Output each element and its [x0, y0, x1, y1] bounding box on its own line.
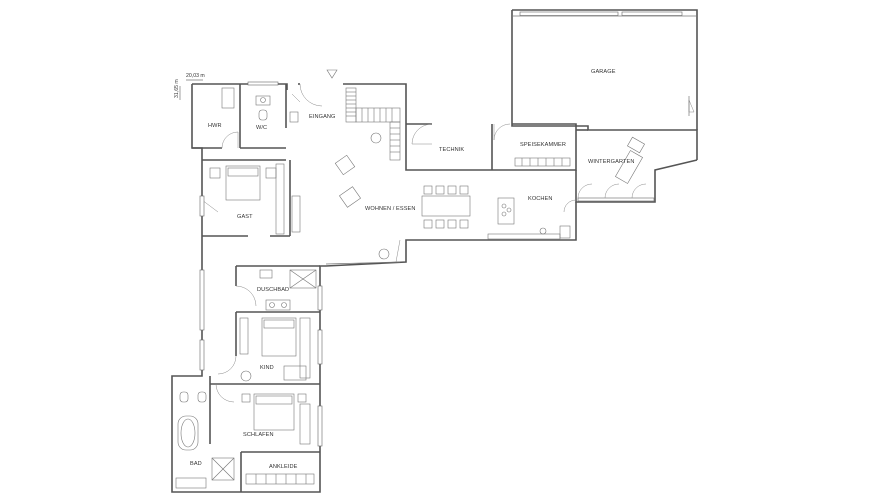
- kind-bed: [261, 317, 297, 357]
- plant-entrance: [370, 132, 382, 144]
- washbasin: [255, 95, 271, 106]
- kitchen: [487, 197, 577, 240]
- height-dimension: 31,65 m: [174, 79, 180, 98]
- plant-living: [378, 248, 390, 260]
- entrance-stairs: [299, 69, 401, 161]
- gast-room: [199, 159, 301, 237]
- double-bed: [253, 393, 295, 431]
- dining-table: [421, 195, 471, 217]
- hwr-wc-rooms: [192, 81, 301, 149]
- duschbad-room: [235, 265, 320, 313]
- label-ankleide: ANKLEIDE: [269, 464, 298, 470]
- kind-room: [210, 312, 320, 385]
- garage: [511, 9, 698, 160]
- label-hwr: HWR: [208, 123, 222, 129]
- bad-room: [175, 376, 235, 489]
- exterior-walls: [171, 83, 577, 493]
- wardrobe: [245, 473, 315, 485]
- garage-door-swing: [688, 99, 695, 113]
- label-duschbad: DUSCHBAD: [257, 287, 289, 293]
- label-speisekammer: SPEISEKAMMER: [520, 142, 566, 148]
- stair-flight: [345, 87, 357, 123]
- label-wintergarten: WINTERGARTEN: [588, 159, 634, 165]
- speisekammer-shelf: [514, 157, 571, 167]
- toilet: [258, 109, 268, 121]
- wintergarten: [575, 129, 698, 203]
- label-kind: KIND: [260, 365, 274, 371]
- east-facade-windows: [199, 269, 323, 447]
- armchair-1: [334, 154, 356, 176]
- living-dining: [325, 154, 471, 265]
- schlafen-room: [215, 383, 320, 492]
- garage-window-left: [519, 11, 619, 16]
- label-kochen: KOCHEN: [528, 196, 553, 202]
- lounge-chair: [615, 150, 643, 184]
- label-gast: GAST: [237, 214, 253, 220]
- label-schlafen: SCHLAFEN: [243, 432, 274, 438]
- bathtub: [177, 415, 199, 451]
- label-wc: W/C: [256, 125, 267, 131]
- armchair-2: [339, 186, 361, 208]
- width-dimension: 20,03 m: [186, 73, 205, 79]
- ankleide-room: [245, 473, 315, 485]
- dimension-marks: [179, 79, 203, 100]
- kitchen-counter: [497, 197, 515, 225]
- label-bad: BAD: [190, 461, 202, 467]
- shower: [289, 269, 317, 289]
- entrance-door: [299, 83, 323, 107]
- label-eingang: EINGANG: [309, 114, 336, 120]
- label-technik: TECHNIK: [439, 147, 464, 153]
- label-garage: GARAGE: [591, 69, 616, 75]
- garage-window-right: [621, 11, 683, 16]
- label-wohnen-essen: WOHNEN / ESSEN: [365, 206, 416, 212]
- gast-bed: [225, 165, 261, 201]
- entrance-arrow: [326, 69, 338, 79]
